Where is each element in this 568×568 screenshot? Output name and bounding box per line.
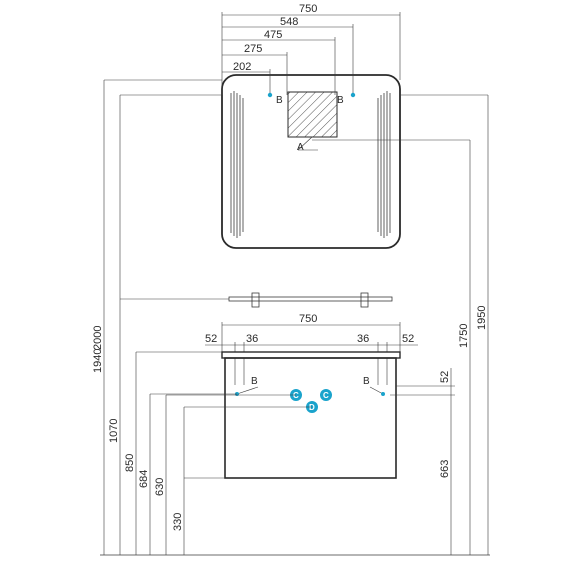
- mirror-point-b-right: [350, 92, 356, 98]
- cabinet-top: [221, 351, 401, 359]
- mirror-width-750: 750: [299, 3, 317, 15]
- cabinet-inlet-lines: [234, 360, 388, 385]
- cabinet-body: [224, 357, 397, 479]
- shelf-bracket-left: [251, 292, 260, 308]
- mirror-width-548: 548: [280, 16, 298, 28]
- cabinet-right-36: 36: [357, 333, 369, 345]
- height-1940: 1940: [92, 349, 104, 373]
- height-1950: 1950: [476, 306, 488, 330]
- mirror-label-b-left: B: [276, 95, 283, 106]
- mirror-width-275: 275: [244, 43, 262, 55]
- mirror-point-b-left: [267, 92, 273, 98]
- height-330: 330: [172, 513, 184, 531]
- cabinet-point-b-right: [381, 392, 385, 396]
- height-dimension-lines: [103, 80, 489, 555]
- cabinet-label-b-right: B: [363, 376, 370, 387]
- cabinet-left-52: 52: [205, 333, 217, 345]
- shelf: [228, 296, 393, 302]
- socket-box: [287, 91, 338, 138]
- height-2000: 2000: [92, 326, 104, 350]
- height-850: 850: [124, 454, 136, 472]
- mirror-width-475: 475: [264, 29, 282, 41]
- cabinet-leader-b-right: [369, 386, 384, 395]
- cabinet-label-b-left: B: [251, 376, 258, 387]
- mirror-right-light-strips: [377, 91, 391, 238]
- height-630: 630: [154, 478, 166, 496]
- mirror-left-light-strips: [230, 91, 244, 238]
- height-684: 684: [138, 470, 150, 488]
- right-dim-52: 52: [439, 371, 451, 383]
- mirror-width-dimensions: [221, 12, 401, 95]
- mirror-outline: [221, 74, 401, 249]
- height-1750: 1750: [458, 324, 470, 348]
- label-a: A: [297, 142, 304, 153]
- cabinet-width-750: 750: [299, 313, 317, 325]
- shelf-bracket-right: [360, 292, 369, 308]
- height-extension-lines: [104, 79, 488, 479]
- socket-leader: [297, 136, 313, 151]
- svg-text:C: C: [323, 391, 329, 400]
- svg-text:C: C: [293, 391, 299, 400]
- marker-c-2: C: [320, 389, 332, 401]
- mirror-width-202: 202: [233, 61, 251, 73]
- cabinet-leader-b-left: [236, 386, 259, 395]
- cabinet-right-52: 52: [402, 333, 414, 345]
- svg-text:D: D: [309, 403, 315, 412]
- mirror-label-b-right: B: [337, 95, 344, 106]
- height-1070: 1070: [108, 419, 120, 443]
- cabinet-left-36: 36: [246, 333, 258, 345]
- right-dim-663: 663: [439, 460, 451, 478]
